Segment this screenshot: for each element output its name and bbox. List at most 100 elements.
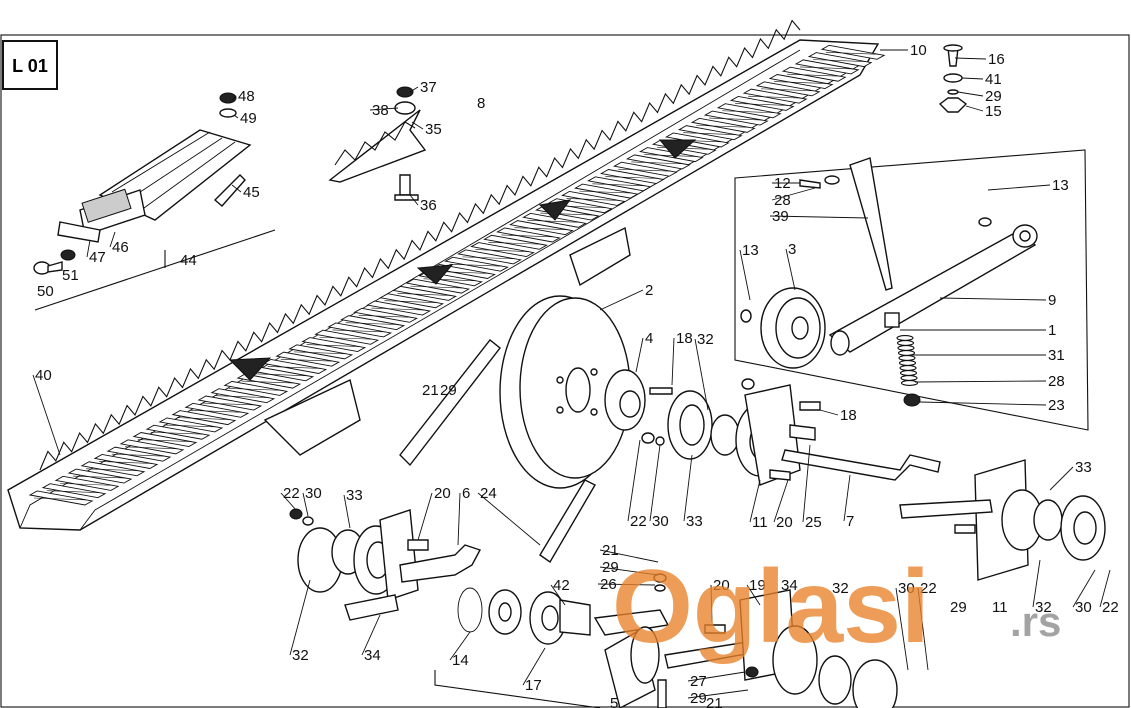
bottom-bracket-group [434,573,898,708]
bracket-assembly [33,92,276,311]
leader-p11a [749,479,761,523]
part-number-p22a: 22 [630,513,647,530]
leader-p17 [522,647,546,686]
part-number-p4: 4 [645,330,653,347]
part-number-p3: 3 [788,241,796,258]
leader-p22c [917,587,929,671]
part-number-p32c: 32 [832,580,849,597]
leader-p16 [954,57,987,60]
leader-p33a [683,454,693,522]
leader-p24 [477,492,541,546]
leader-p20a [773,479,789,523]
leader-p30b [302,492,309,517]
part-number-p10: 10 [910,42,927,59]
part-number-p20a: 20 [776,514,793,531]
part-number-p42: 42 [553,577,570,594]
part-number-p16: 16 [988,51,1005,68]
wing-nut-fasteners [938,44,968,113]
part-number-p29b: 29 [440,382,457,399]
leader-p34 [361,614,381,656]
leader-p29c [599,566,659,576]
knife-blade [328,86,427,201]
leader-p25 [802,444,811,523]
part-number-p33c: 33 [346,487,363,504]
leader-p22d [1099,569,1111,608]
part-number-p48: 48 [238,88,255,105]
part-number-p21c: 21 [706,695,723,708]
watermark-text: Oglasi [612,549,930,665]
leader-p20c [710,584,713,623]
part-number-p37: 37 [420,79,437,96]
part-number-p2: 2 [645,282,653,299]
leader-p9 [939,297,1047,301]
part-number-p20b: 20 [434,485,451,502]
leader-p13b [987,184,1051,191]
part-number-p22b: 22 [283,485,300,502]
page-code-box: L 01 [2,40,58,90]
part-number-p30b: 30 [305,485,322,502]
part-number-p36: 36 [420,197,437,214]
part-number-p20c: 20 [713,577,730,594]
part-number-p12: 12 [774,175,791,192]
leader-p3 [785,248,796,291]
leader-p35 [411,121,424,130]
part-number-p44: 44 [180,252,197,269]
part-number-p9: 9 [1048,292,1056,309]
leader-lines [32,49,1111,699]
part-number-p18a: 18 [676,330,693,347]
leader-p21b [599,549,659,563]
part-number-p29e: 29 [690,690,707,707]
leader-p42 [550,584,566,606]
part-number-p34: 34 [364,647,381,664]
leader-p47 [86,239,91,258]
leader-p28a [771,187,816,201]
part-number-p33b: 33 [1075,459,1092,476]
conveyor-slats [28,44,886,506]
right-bearing-group [899,459,1106,581]
leader-p26 [597,583,656,586]
part-number-p23: 23 [1048,397,1065,414]
leader-p22b [280,492,297,511]
leader-p30a [649,444,661,522]
conveyor-teeth [39,19,801,471]
part-number-p35: 35 [425,121,442,138]
part-number-p32a: 32 [697,331,714,348]
part-number-p22c: 22 [920,580,937,597]
part-number-p11a: 11 [752,514,768,531]
part-number-p21a: 21 [422,382,439,399]
sprocket-group [457,587,591,645]
leader-p29e [687,689,749,699]
part-number-p6: 6 [462,485,470,502]
page-code: L 01 [12,56,48,76]
leader-p48 [231,95,237,101]
part-number-p34b: 34 [781,577,798,594]
part-number-p33a: 33 [686,513,703,530]
part-number-p25: 25 [805,514,822,531]
part-number-p29c: 29 [602,559,619,576]
leader-p30c [895,587,909,671]
part-number-p13b: 13 [1052,177,1069,194]
leader-p27 [687,671,746,682]
part-number-p32d: 32 [1035,599,1052,616]
elevator-conveyor [7,19,886,531]
leader-p38 [369,107,399,111]
leader-p33c [343,494,351,529]
part-number-p30c: 30 [898,580,915,597]
part-number-p38: 38 [372,102,389,119]
part-number-p31: 31 [1048,347,1065,364]
leader-p7 [843,474,851,522]
leader-p13a [739,249,751,301]
part-number-p49: 49 [240,110,257,127]
center-bearing-group [641,378,941,486]
part-number-p30d: 30 [1075,599,1092,616]
watermark: Oglasi .rs [612,549,1061,665]
part-number-p8: 8 [477,95,485,112]
page-frame [0,34,1130,708]
part-number-p46: 46 [112,239,129,256]
leader-p15 [965,105,984,112]
part-number-p24: 24 [480,485,497,502]
leader-p19 [746,584,761,606]
leader-p4 [635,337,644,373]
part-number-p29a: 29 [985,88,1002,105]
